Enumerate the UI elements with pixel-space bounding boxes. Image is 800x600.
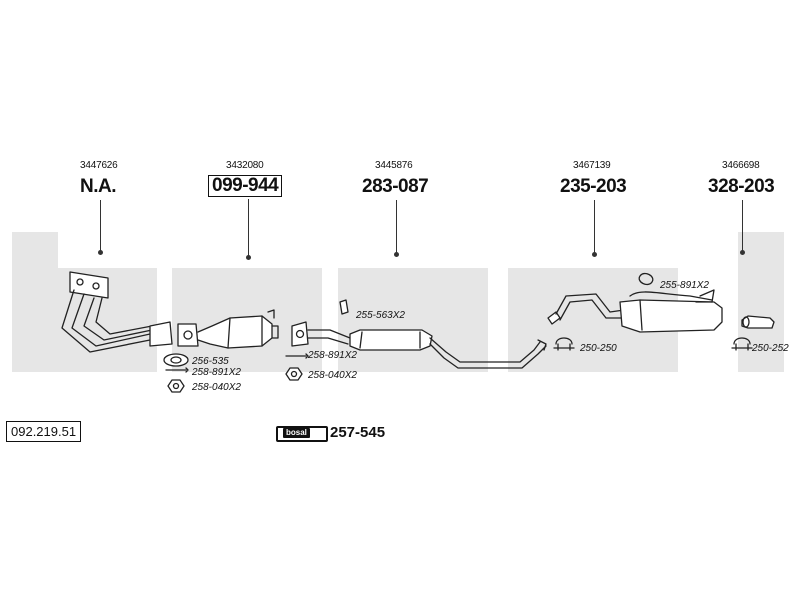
diagram-reference: 092.219.51 <box>6 421 82 442</box>
nut-icon <box>285 367 303 381</box>
leader-line <box>248 199 249 257</box>
accessory-label: 250-250 <box>580 343 617 354</box>
front-pipe <box>291 299 351 347</box>
centre-silencer <box>349 329 547 369</box>
watermark-letter-l <box>738 232 784 372</box>
mounting-kit-number: 257-545 <box>330 424 386 441</box>
exhaust-manifold <box>61 271 173 353</box>
oem-number: 3467139 <box>573 160 611 171</box>
rear-silencer <box>547 289 723 333</box>
nut-icon <box>167 379 185 393</box>
part-number: 328-203 <box>708 176 775 197</box>
leader-dot <box>246 255 251 260</box>
accessory-label: 255-891X2 <box>660 280 709 291</box>
mounting-kit-box: bosal <box>276 426 328 442</box>
clamp-icon <box>553 337 575 351</box>
leader-line <box>100 200 101 252</box>
accessory-label: 258-040X2 <box>308 370 357 381</box>
oem-number: 3445876 <box>375 160 413 171</box>
leader-dot <box>394 252 399 257</box>
catalytic-converter <box>177 309 279 349</box>
leader-dot <box>592 252 597 257</box>
part-number: 283-087 <box>362 176 429 197</box>
gasket-icon <box>163 353 189 367</box>
accessory-label: 258-040X2 <box>192 382 241 393</box>
accessory-label: 256-535 <box>192 356 229 367</box>
watermark-letter-s <box>338 268 488 372</box>
tail-pipe <box>741 315 775 329</box>
rubber-mount-icon <box>638 272 654 286</box>
leader-dot <box>740 250 745 255</box>
clamp-icon <box>731 337 753 351</box>
accessory-label: 255-563X2 <box>356 310 405 321</box>
bolt-icon <box>285 353 309 359</box>
oem-number: 3432080 <box>226 160 264 171</box>
leader-line <box>396 200 397 254</box>
oem-number: 3466698 <box>722 160 760 171</box>
leader-line <box>742 200 743 252</box>
oem-number: 3447626 <box>80 160 118 171</box>
part-number: N.A. <box>80 176 117 197</box>
leader-dot <box>98 250 103 255</box>
leader-line <box>594 200 595 254</box>
bolt-icon <box>165 367 189 373</box>
part-number: 099-944 <box>208 175 283 197</box>
part-number: 235-203 <box>560 176 627 197</box>
bosal-logo: bosal <box>283 428 310 438</box>
accessory-label: 258-891X2 <box>192 367 241 378</box>
accessory-label: 250-252 <box>752 343 789 354</box>
accessory-label: 258-891X2 <box>308 350 357 361</box>
